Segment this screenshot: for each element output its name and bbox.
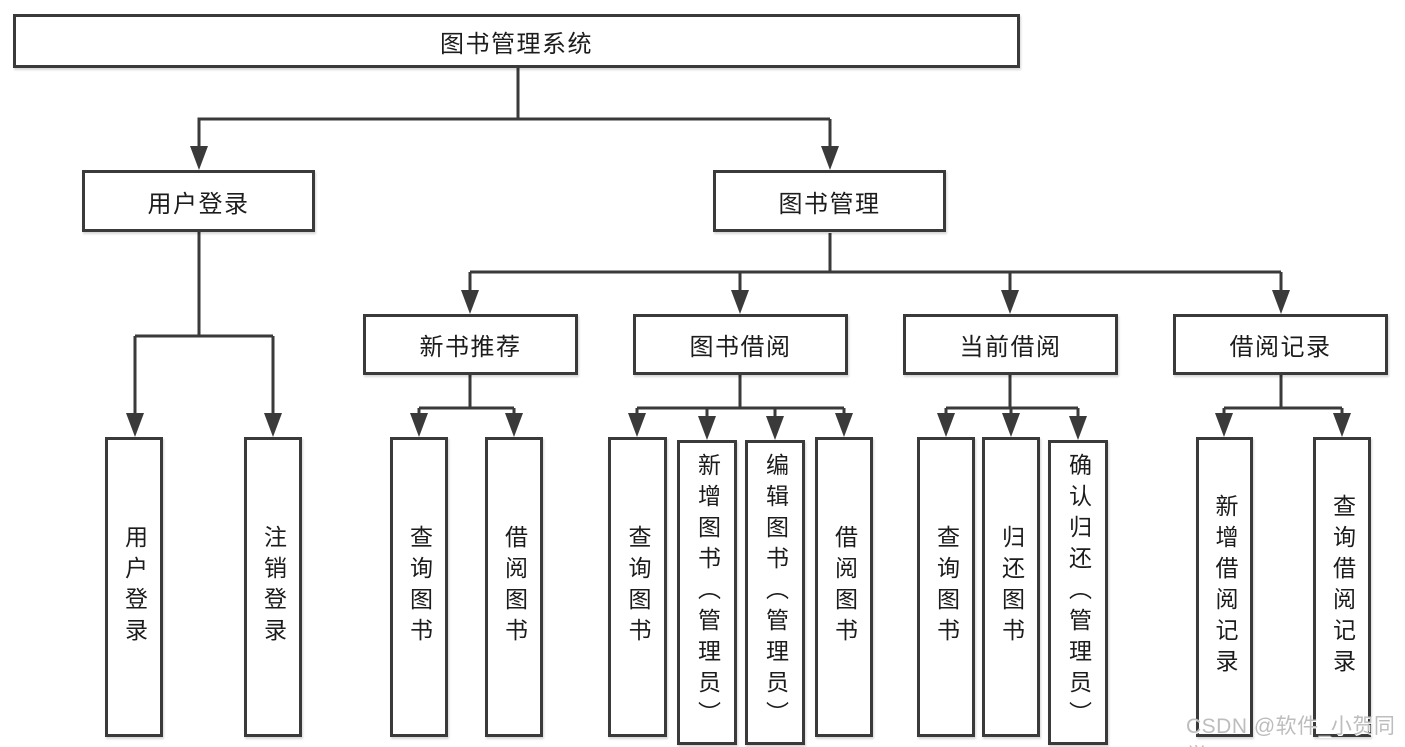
leaf-confirm-return-admin: 确认归还（管理员） — [1048, 440, 1108, 745]
node-user-login-branch: 用户登录 — [82, 170, 315, 232]
node-current-borrowing: 当前借阅 — [903, 314, 1118, 375]
leaf-borrowing-query-books: 查询图书 — [608, 437, 667, 737]
watermark: CSDN @软件_小贺同学 — [1186, 715, 1396, 747]
leaf-edit-books-admin: 编辑图书（管理员） — [745, 440, 805, 745]
leaf-current-query-books: 查询图书 — [917, 437, 975, 737]
leaf-borrowing-borrow-books: 借阅图书 — [815, 437, 873, 737]
leaf-add-borrow-record: 新增借阅记录 — [1196, 437, 1253, 737]
node-book-management-branch: 图书管理 — [713, 170, 946, 232]
leaf-recommend-borrow-books: 借阅图书 — [485, 437, 543, 737]
node-root: 图书管理系统 — [13, 14, 1020, 68]
leaf-recommend-query-books: 查询图书 — [390, 437, 448, 737]
leaf-logout: 注销登录 — [244, 437, 302, 737]
leaf-add-books-admin: 新增图书（管理员） — [677, 440, 737, 745]
node-new-book-recommendation: 新书推荐 — [363, 314, 578, 375]
leaf-query-borrow-record: 查询借阅记录 — [1313, 437, 1371, 737]
leaf-return-books: 归还图书 — [982, 437, 1040, 737]
node-book-borrowing: 图书借阅 — [633, 314, 848, 375]
leaf-user-login: 用户登录 — [105, 437, 163, 737]
node-borrowing-records: 借阅记录 — [1173, 314, 1388, 375]
